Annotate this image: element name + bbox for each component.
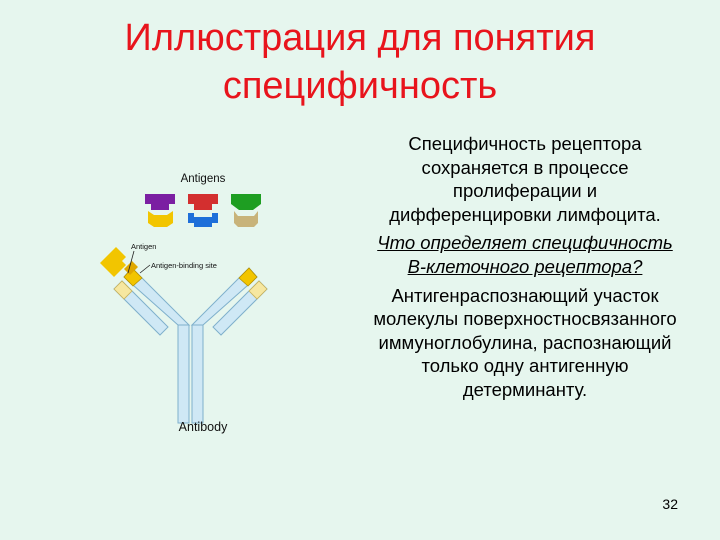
question-text: Что определяет специфичность В-клеточног… [377, 232, 673, 277]
antigens-label: Antigens [181, 173, 226, 185]
binding-site-pointer [139, 264, 151, 274]
antigen-purple-icon [145, 194, 175, 210]
antibody-heavy-chain-left [177, 324, 190, 424]
binding-site-left-light [113, 280, 133, 300]
antigen-blue-icon [188, 213, 218, 227]
antigen-red-icon [188, 194, 218, 210]
slide-title: Иллюстрация для понятия специфичность [40, 14, 680, 110]
antigen-label: Antigen [131, 242, 156, 251]
binding-site-right-heavy [238, 267, 258, 287]
antigen-tan-icon [234, 211, 258, 227]
body-text: Специфичность рецептора сохраняется в пр… [372, 132, 678, 407]
antibody-illustration: Antigens Antigen Antigen-binding site [100, 173, 268, 434]
bound-antigen-icon [100, 247, 126, 277]
antigen-yellow-icon [148, 211, 173, 227]
page-number: 32 [662, 496, 678, 512]
answer-text: Антигенраспознающий участок молекулы пов… [373, 284, 677, 400]
antigen-green-icon [231, 194, 261, 210]
binding-site-right-light [248, 280, 268, 300]
paragraph-specificity: Специфичность рецептора сохраняется в пр… [389, 133, 661, 225]
binding-site-label: Antigen-binding site [151, 261, 217, 270]
antibody-heavy-chain-right [191, 324, 204, 424]
antigen-pointer [127, 250, 135, 274]
antibody-label: Antibody [179, 420, 228, 434]
title-line-1: Иллюстрация для понятия [124, 17, 596, 59]
title-line-2: специфичность [222, 65, 498, 107]
bound-antigen-piece-icon [124, 261, 138, 275]
